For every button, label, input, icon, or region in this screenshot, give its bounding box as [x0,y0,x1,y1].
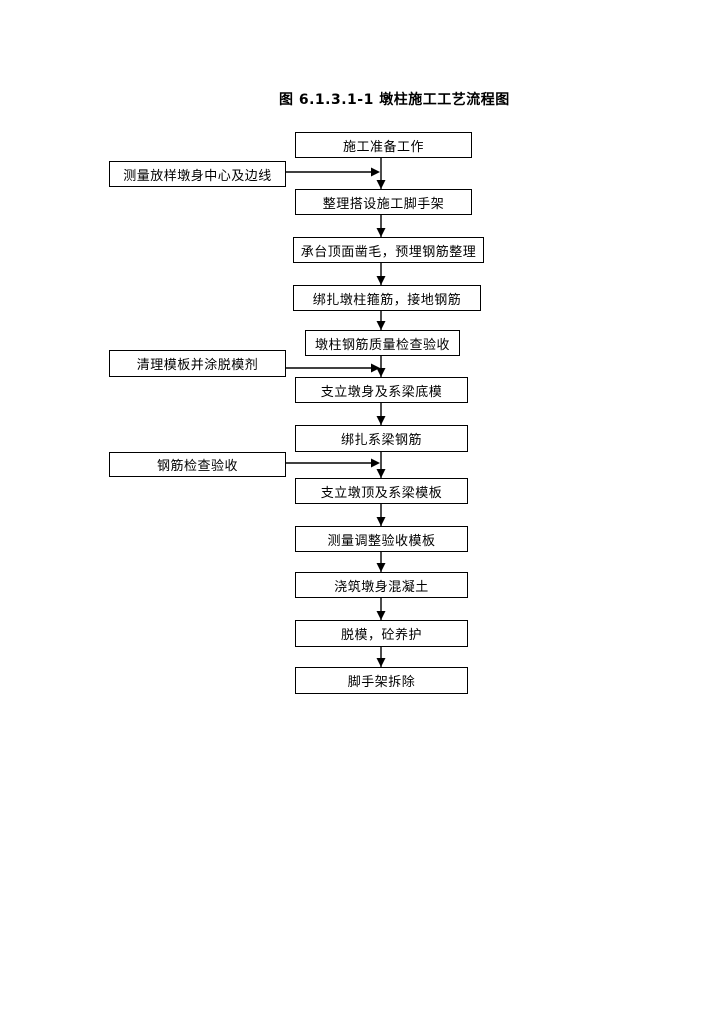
edge-n8-n9 [376,504,386,526]
edge-n5-n6 [376,356,386,377]
side-node-rebar-inspection: 钢筋检查验收 [109,452,286,477]
edge-n9-n10 [376,552,386,572]
edge-n11-n12 [376,647,386,667]
side-node-label: 清理模板并涂脱模剂 [136,358,259,373]
edge-s2-join [286,363,380,373]
edge-n6-n7 [376,403,386,425]
flow-node-erect-top-form: 支立墩顶及系梁模板 [295,478,468,504]
flow-node-label: 浇筑墩身混凝土 [334,579,429,595]
flow-node-label: 绑扎墩柱箍筋，接地钢筋 [312,292,462,308]
side-node-survey-layout: 测量放样墩身中心及边线 [109,161,286,187]
flow-node-scaffold-setup: 整理搭设施工脚手架 [295,189,472,215]
flow-node-label: 支立墩身及系梁底模 [320,384,443,400]
edge-n10-n11 [376,598,386,620]
flow-node-cap-chiseling: 承台顶面凿毛，预埋钢筋整理 [293,237,484,263]
side-node-label: 测量放样墩身中心及边线 [123,168,272,184]
side-node-clean-formwork: 清理模板并涂脱模剂 [109,350,286,377]
flow-node-pour-concrete: 浇筑墩身混凝土 [295,572,468,598]
flow-node-tie-beam-rebar: 绑扎系梁钢筋 [295,425,468,452]
flow-node-rebar-quality-check: 墩柱钢筋质量检查验收 [305,330,460,356]
flow-node-scaffold-removal: 脚手架拆除 [295,667,468,694]
figure-title: 图 6.1.3.1-1 墩柱施工工艺流程图 [279,92,510,108]
flow-node-preparation: 施工准备工作 [295,132,472,158]
flow-node-label: 脚手架拆除 [347,675,416,690]
edge-s1-join [286,167,380,177]
flow-node-demold-curing: 脱模，砼养护 [295,620,468,647]
flow-node-label: 绑扎系梁钢筋 [340,433,422,448]
edge-n1-n2 [376,158,386,189]
flow-node-label: 整理搭设施工脚手架 [322,196,445,212]
flow-node-tie-column-rebar: 绑扎墩柱箍筋，接地钢筋 [293,285,481,311]
flow-node-label: 测量调整验收模板 [327,533,436,549]
flow-node-label: 承台顶面凿毛，预埋钢筋整理 [300,244,477,260]
flow-node-label: 脱模，砼养护 [340,628,422,643]
edge-s3-join [286,458,380,468]
flow-node-label: 支立墩顶及系梁模板 [320,485,443,501]
flow-node-erect-bottom-form: 支立墩身及系梁底模 [295,377,468,403]
flow-node-label: 墩柱钢筋质量检查验收 [314,337,450,353]
edge-n2-n3 [376,215,386,237]
edge-n4-n5 [376,311,386,330]
edge-n3-n4 [376,263,386,285]
flow-node-survey-adjust-form: 测量调整验收模板 [295,526,468,552]
flow-node-label: 施工准备工作 [342,139,424,155]
edge-n7-n8 [376,452,386,478]
side-node-label: 钢筋检查验收 [156,459,238,474]
